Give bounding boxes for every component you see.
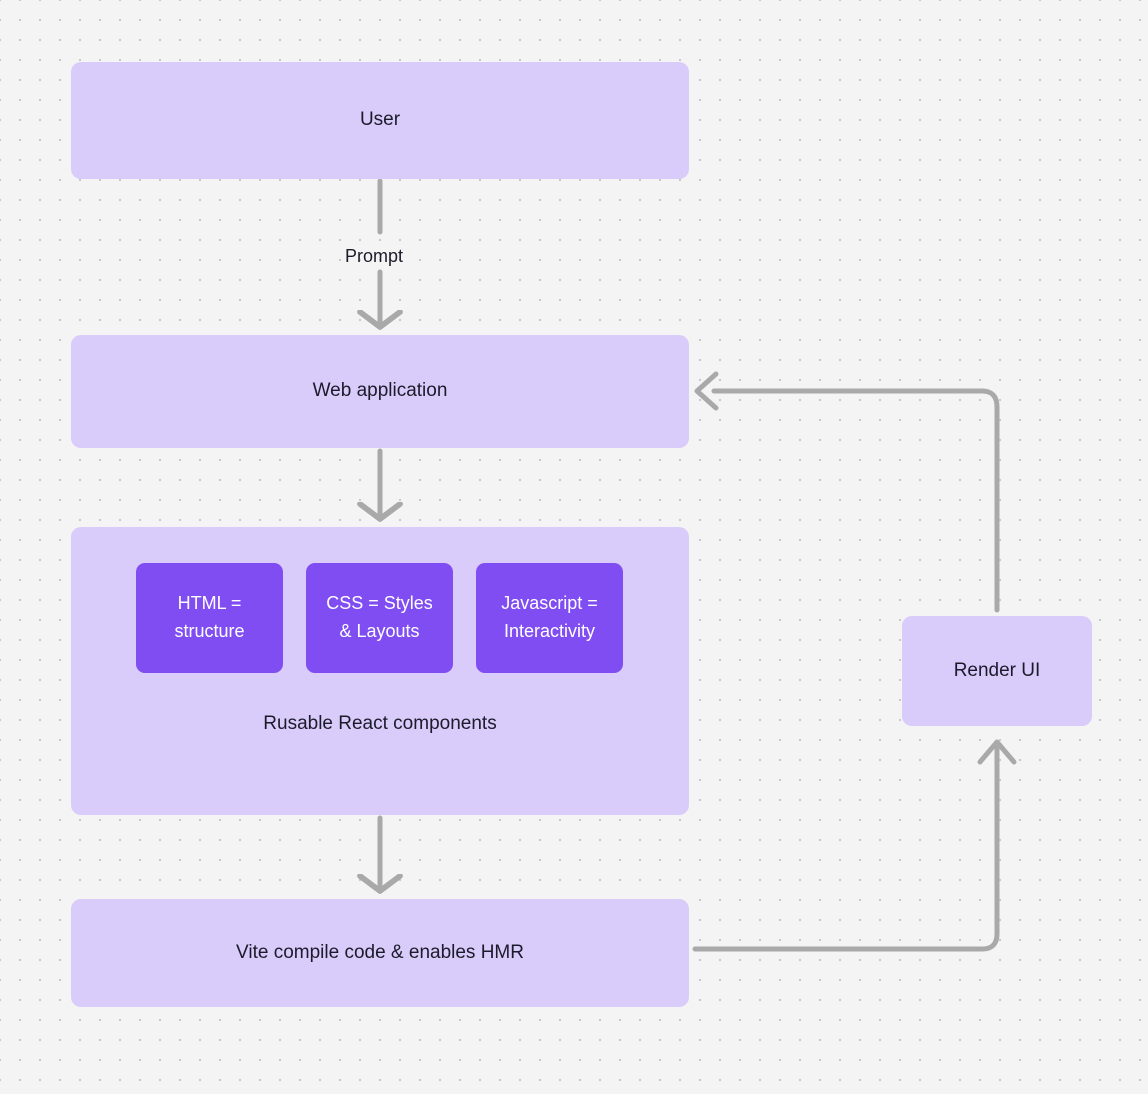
- node-render-ui-label: Render UI: [953, 659, 1041, 681]
- node-render-ui[interactable]: Render UI: [902, 616, 1092, 726]
- node-react-components-label: Rusable React components: [263, 713, 497, 734]
- node-css-label-line2: & Layouts: [339, 621, 420, 641]
- node-vite-label: Vite compile code & enables HMR: [236, 941, 524, 963]
- node-html[interactable]: HTML = structure: [136, 563, 283, 673]
- node-css-label-line1: CSS = Styles: [326, 593, 433, 614]
- node-html-label-line1: HTML =: [177, 593, 242, 614]
- node-user-label: User: [359, 109, 401, 131]
- node-web-application-label: Web application: [312, 380, 448, 402]
- node-javascript-label: Javascript = Interactivity: [501, 590, 598, 646]
- edge-vite-to-render: [692, 739, 1017, 952]
- edge-render-to-webapp: [694, 371, 1000, 613]
- edge-label-prompt: Prompt: [345, 246, 404, 266]
- node-vite[interactable]: Vite compile code & enables HMR: [71, 899, 689, 1007]
- node-javascript-label-line2: Interactivity: [503, 621, 595, 641]
- node-css[interactable]: CSS = Styles & Layouts: [306, 563, 453, 673]
- node-html-label: HTML = structure: [174, 590, 244, 646]
- node-html-label-line2: structure: [174, 621, 245, 641]
- node-javascript-label-line1: Javascript =: [501, 593, 598, 614]
- node-web-application[interactable]: Web application: [71, 335, 689, 448]
- node-user[interactable]: User: [71, 62, 689, 179]
- node-css-label: CSS = Styles & Layouts: [326, 590, 433, 646]
- node-javascript[interactable]: Javascript = Interactivity: [476, 563, 623, 673]
